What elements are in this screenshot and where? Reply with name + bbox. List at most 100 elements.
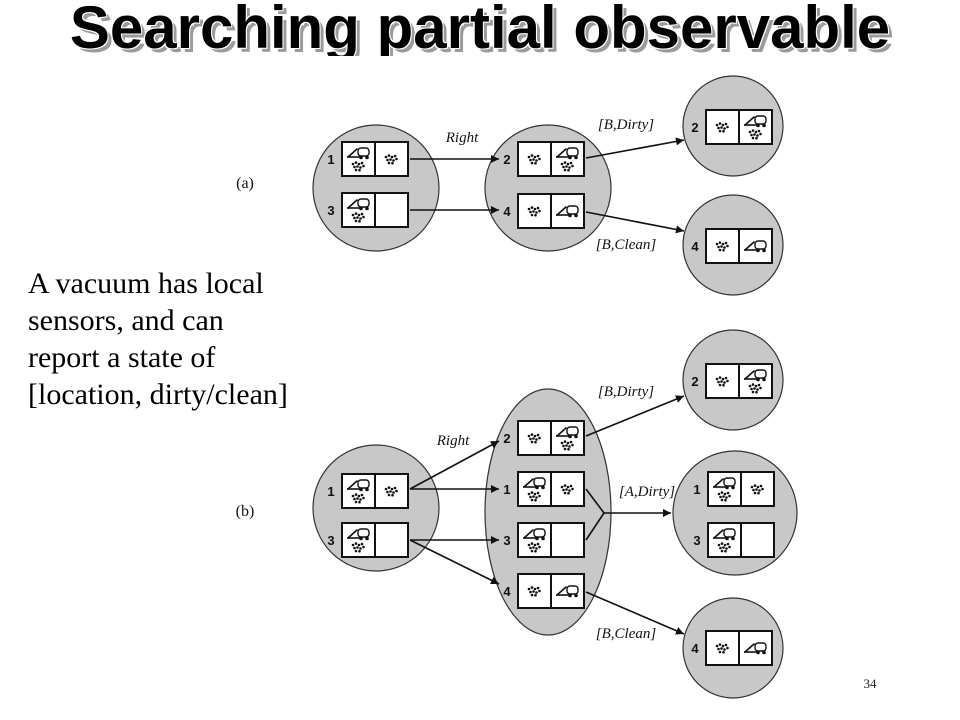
dirt-speck <box>360 212 364 216</box>
dirt-speck <box>560 441 564 445</box>
dirt-speck <box>753 491 757 495</box>
dirt-speck <box>360 493 364 497</box>
dirt-speck <box>722 650 725 654</box>
state-box: 4 <box>691 228 773 264</box>
dirt-speck <box>724 376 728 380</box>
state-box: 4 <box>503 573 585 609</box>
dirt-speck <box>723 543 727 547</box>
dirt-speck <box>724 549 727 553</box>
dirt-speck <box>359 498 362 501</box>
dirt-speck <box>527 207 531 211</box>
percept-arrow <box>585 137 685 159</box>
vacuum-body <box>533 477 546 487</box>
dirt-speck <box>533 492 537 496</box>
dirt-speck <box>395 489 398 493</box>
vacuum-wheel <box>731 485 735 490</box>
dirt-speck <box>534 593 537 597</box>
vacuum-body <box>357 198 370 208</box>
percept-merge-line <box>585 512 605 541</box>
vacuum-icon <box>347 198 370 211</box>
state-number: 3 <box>503 533 510 548</box>
dirt-speck <box>568 489 571 492</box>
dirt-speck <box>571 487 574 491</box>
state-box: 3 <box>503 522 585 558</box>
state-box: 2 <box>503 420 585 456</box>
action-arrow <box>409 539 500 585</box>
dirt-speck <box>357 213 361 217</box>
dirt-speck <box>533 543 537 547</box>
dirt-speck <box>538 589 541 593</box>
dirt-speck <box>720 126 723 129</box>
dirt-speck <box>353 546 356 550</box>
vacuum-icon <box>713 477 736 490</box>
dirt-speck <box>560 485 564 489</box>
dirt-icon <box>351 493 365 504</box>
dirt-speck <box>718 383 722 387</box>
dirt-speck <box>718 129 722 133</box>
action-label: Right <box>436 433 470 449</box>
dirt-icon <box>748 383 762 394</box>
dirt-speck <box>535 211 538 214</box>
vacuum-body <box>754 369 767 379</box>
state-number: 1 <box>327 484 334 499</box>
state-box: 2 <box>691 363 773 399</box>
dirt-speck <box>387 161 391 165</box>
dirt-speck <box>358 549 361 553</box>
dirt-speck <box>387 154 391 157</box>
state-box: 4 <box>503 193 585 229</box>
dirt-speck <box>751 383 755 386</box>
dirt-speck <box>756 134 759 137</box>
vacuum-wheel <box>359 487 363 492</box>
dirt-icon <box>717 491 731 502</box>
state-box: 1 <box>503 471 585 507</box>
vacuum-handle <box>744 370 755 380</box>
dirt-speck <box>751 129 755 132</box>
dirt-speck <box>530 491 534 494</box>
dirt-speck <box>753 387 756 390</box>
dirt-speck <box>719 546 722 550</box>
dirt-icon <box>750 484 764 495</box>
dirt-speck <box>354 168 358 172</box>
state-cell-right <box>740 471 775 507</box>
dirt-speck <box>757 129 761 133</box>
action-label: Right <box>445 130 479 146</box>
dirt-speck <box>536 154 540 158</box>
vacuum-wheel <box>541 485 545 490</box>
state-box: 1 <box>327 141 409 177</box>
dirt-speck <box>530 498 534 502</box>
dirt-speck <box>726 125 729 129</box>
dirt-speck <box>354 212 358 215</box>
percept-merge-line <box>585 488 605 514</box>
state-number: 4 <box>691 641 699 656</box>
dirt-speck <box>726 646 729 650</box>
dirt-speck <box>529 210 532 214</box>
dirt-speck <box>389 158 392 161</box>
dirt-speck <box>565 444 568 447</box>
vacuum-wheel <box>725 536 729 541</box>
vacuum-handle <box>556 586 567 596</box>
state-number: 1 <box>693 482 700 497</box>
dirt-speck <box>722 546 725 549</box>
vacuum-icon <box>347 528 370 541</box>
vacuum-handle <box>523 478 534 488</box>
vacuum-wheel <box>762 123 766 128</box>
dirt-speck <box>728 545 731 549</box>
dirt-speck <box>723 246 726 249</box>
dirt-speck <box>723 492 727 496</box>
dirt-speck <box>536 206 540 210</box>
dirt-speck <box>754 130 758 134</box>
dirt-speck <box>530 586 534 589</box>
vacuum-wheel <box>574 213 578 218</box>
dirt-speck <box>529 158 532 162</box>
dirt-speck <box>757 491 760 495</box>
dirt-speck <box>354 161 358 164</box>
dirt-speck <box>721 644 725 648</box>
dirt-speck <box>717 492 721 496</box>
dirt-icon <box>715 376 729 387</box>
panel-label: (b) <box>236 503 255 520</box>
dirt-speck <box>721 377 725 381</box>
state-number: 3 <box>327 203 334 218</box>
dirt-speck <box>717 543 721 547</box>
dirt-icon <box>527 542 541 553</box>
